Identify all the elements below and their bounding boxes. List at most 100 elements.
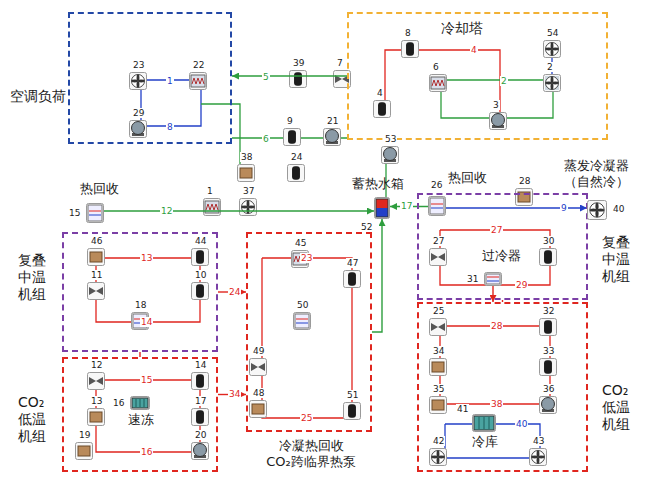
component-icon	[430, 359, 447, 376]
label-holder: 30	[542, 236, 555, 246]
label-holder: 37	[242, 186, 255, 196]
pipe-number: 28	[490, 321, 503, 331]
label-holder: 12	[160, 206, 173, 216]
pipe-number: 12	[160, 206, 173, 216]
label-holder: 23	[132, 60, 145, 70]
component-name: 热回收	[448, 170, 487, 186]
label-holder: 2	[500, 76, 508, 86]
callout-number: 39	[292, 58, 305, 68]
label-holder: 41	[456, 404, 469, 414]
component-icon	[430, 397, 447, 414]
label-holder: 3	[492, 100, 500, 110]
label-holder: 24	[228, 287, 241, 297]
callout-number: 43	[532, 436, 545, 446]
component-symbol	[130, 396, 150, 410]
refrigerant-pipe	[262, 258, 352, 418]
label-holder: 10	[194, 270, 207, 280]
callout-number: 7	[336, 58, 344, 68]
label-holder: 31	[466, 274, 479, 284]
component-icon	[382, 147, 399, 164]
label-holder: 38	[240, 152, 253, 162]
component-icon	[294, 313, 311, 330]
label-holder: 12	[90, 360, 103, 370]
callout-number: 4	[376, 88, 384, 98]
component-icon	[240, 199, 257, 216]
pipe-connector	[372, 219, 382, 332]
label-holder: 27	[490, 225, 503, 235]
callout-number: 22	[192, 60, 205, 70]
label-holder: 48	[252, 388, 265, 398]
label-holder: 29	[132, 108, 145, 118]
label-holder: 4	[470, 45, 478, 55]
pipe-number: 27	[490, 225, 503, 235]
heading-holder: 热回收	[80, 181, 119, 197]
refrigerant-pipe	[440, 326, 550, 404]
label-holder: 51	[346, 390, 359, 400]
component-icon	[430, 249, 447, 266]
label-holder: 14	[140, 317, 153, 327]
pipe-number: 4	[470, 45, 478, 55]
label-holder: 38	[490, 399, 503, 409]
component-icon	[88, 249, 105, 266]
component-icon	[130, 73, 147, 90]
heading-holder: 复叠 中温 机组	[18, 252, 48, 302]
component-icon	[190, 73, 207, 90]
callout-number: 53	[384, 134, 397, 144]
pipe-number: 9	[560, 203, 568, 213]
label-holder: 21	[326, 116, 339, 126]
heading-holder: 蒸发冷凝器 （自然冷）	[548, 158, 644, 189]
label-holder: 9	[560, 203, 568, 213]
label-holder: 27	[432, 236, 445, 246]
component-icon	[238, 165, 255, 182]
label-holder: 34	[228, 389, 241, 399]
callout-number: 3	[492, 100, 500, 110]
label-holder: 47	[346, 258, 359, 268]
component-icon	[192, 409, 209, 426]
component-box: 蒸发冷凝器 （自然冷）	[587, 200, 607, 220]
callout-number: 36	[542, 384, 555, 394]
group-title: 复叠 中温 机组	[18, 252, 48, 302]
component-icon	[490, 113, 507, 130]
callout-number: 45	[294, 238, 307, 248]
label-holder: 25	[300, 413, 313, 423]
component-icon	[284, 129, 301, 146]
component-icon	[430, 319, 447, 336]
component-icon	[192, 249, 209, 266]
component-box: 热回收	[86, 203, 104, 223]
label-holder: 9	[286, 116, 294, 126]
component-icon	[76, 443, 93, 460]
pipe-connector	[104, 210, 374, 211]
callout-number: 30	[542, 236, 555, 246]
component-name: 热回收	[80, 181, 119, 197]
label-holder: 43	[532, 436, 545, 446]
component-name: 过冷器	[482, 248, 521, 264]
component-icon	[402, 41, 419, 58]
component-box: 冷库	[472, 414, 496, 432]
group-title: CO₂ 低温 机组	[602, 382, 636, 432]
label-holder: 2	[546, 62, 554, 72]
label-holder: 8	[166, 122, 174, 132]
component-symbol	[86, 203, 104, 223]
component-icon	[192, 373, 209, 390]
label-holder: 1	[166, 76, 174, 86]
callout-number: 40	[612, 204, 625, 214]
component-icon	[540, 359, 557, 376]
label-holder: 44	[194, 236, 207, 246]
label-holder: 32	[542, 306, 555, 316]
group-box: 复叠 中温 机组	[62, 232, 218, 352]
label-holder: 26	[430, 180, 443, 190]
component-icon	[544, 75, 561, 92]
callout-number: 27	[432, 236, 445, 246]
component-icon	[88, 373, 105, 390]
label-holder: 33	[542, 346, 555, 356]
label-holder: 52	[360, 222, 373, 232]
label-holder: 46	[90, 236, 103, 246]
label-holder: 16	[112, 398, 125, 408]
heading-holder: 冷凝热回收 CO₂跨临界热泵	[248, 438, 374, 469]
label-holder: 15	[68, 208, 81, 218]
label-holder: 35	[432, 384, 445, 394]
label-holder: 39	[292, 58, 305, 68]
callout-number: 29	[132, 108, 145, 118]
label-holder: 53	[384, 134, 397, 144]
group-title: CO₂ 低温 机组	[18, 394, 52, 444]
